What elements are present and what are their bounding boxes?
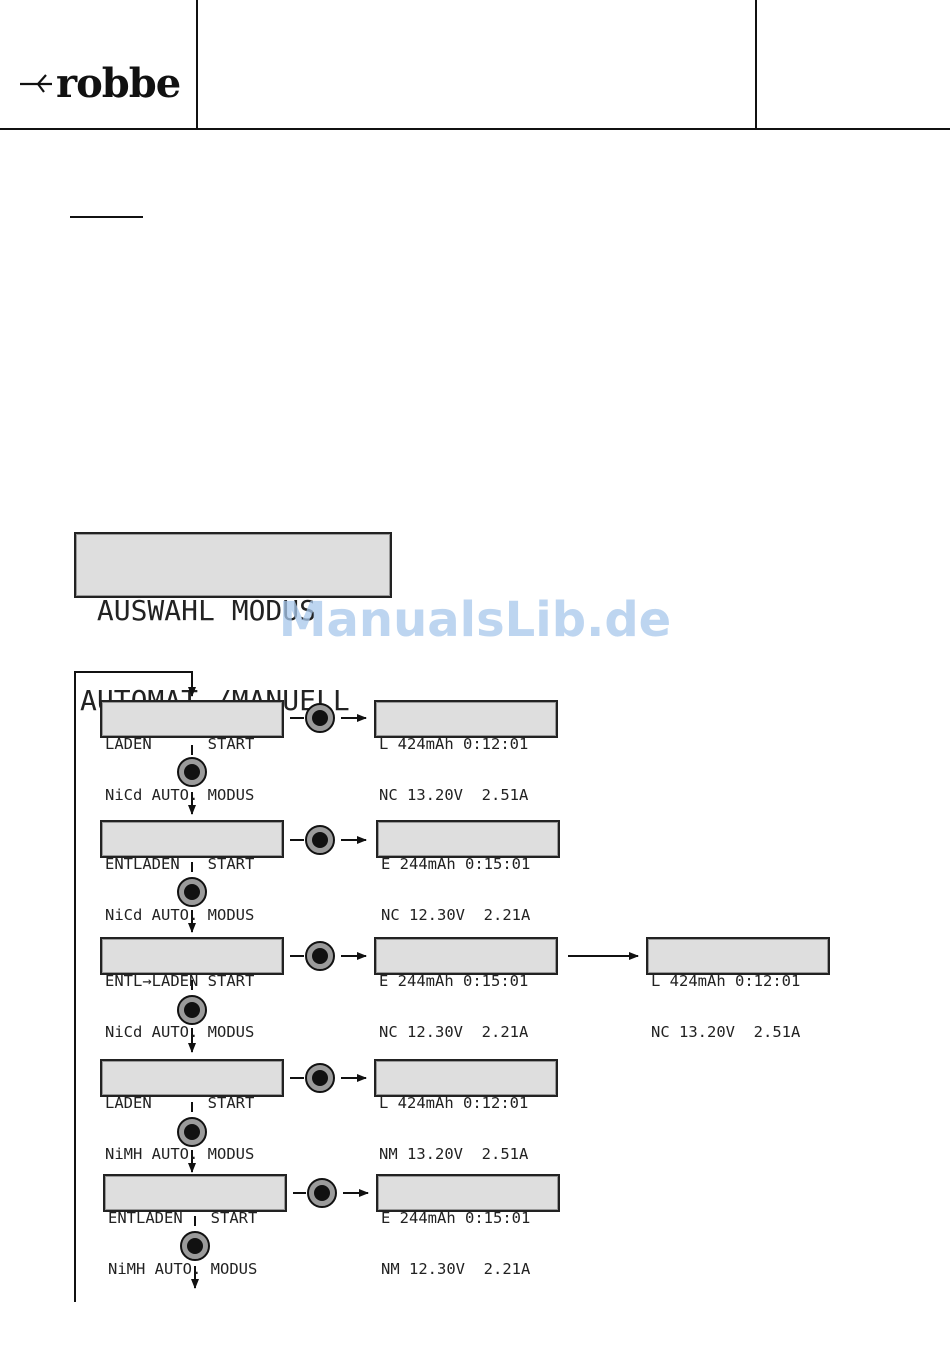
menu-display-laden-nicd: LADEN START NiCd AUTO. MODUS [100,700,284,804]
enter-button[interactable] [305,1063,335,1093]
menu-display-entladen-nimh: ENTLADEN START NiMH AUTO. MODUS [103,1174,287,1278]
result-display-laden-nimh: L 424mAh 0:12:01 NM 13.20V 2.51A [374,1059,558,1163]
result-display-entl-nicd: E 244mAh 0:15:01 NC 12.30V 2.21A [374,937,558,1041]
next-button[interactable] [180,1231,210,1261]
enter-button[interactable] [305,941,335,971]
display-line-1: AUSWAHL MODUS [80,594,317,627]
menu-display-laden-nimh: LADEN START NiMH AUTO. MODUS [100,1059,284,1163]
next-button[interactable] [177,757,207,787]
enter-button[interactable] [305,825,335,855]
header-rule [0,128,950,130]
logo-text: robbe [56,60,181,107]
header-divider-left [196,0,198,129]
next-button[interactable] [177,1117,207,1147]
next-button[interactable] [177,877,207,907]
airplane-icon [20,74,52,93]
header-divider-right [755,0,757,129]
robbe-logo: robbe [20,60,181,107]
enter-button[interactable] [305,703,335,733]
result-display-laden-nicd: L 424mAh 0:12:01 NC 13.20V 2.51A [374,700,558,804]
enter-button[interactable] [307,1178,337,1208]
section-rule [70,216,143,218]
result-display-entladen-nicd: E 244mAh 0:15:01 NC 12.30V 2.21A [376,820,560,924]
result-display-laden-after-entl: L 424mAh 0:12:01 NC 13.20V 2.51A [646,937,830,1041]
watermark: ManualsLib.de [278,592,672,648]
next-button[interactable] [177,995,207,1025]
result-display-entladen-nimh: E 244mAh 0:15:01 NM 12.30V 2.21A [376,1174,560,1278]
menu-display-entl-laden-nicd: ENTL→LADEN START NiCd AUTO. MODUS [100,937,284,1041]
menu-display-entladen-nicd: ENTLADEN START NiCd AUTO. MODUS [100,820,284,924]
